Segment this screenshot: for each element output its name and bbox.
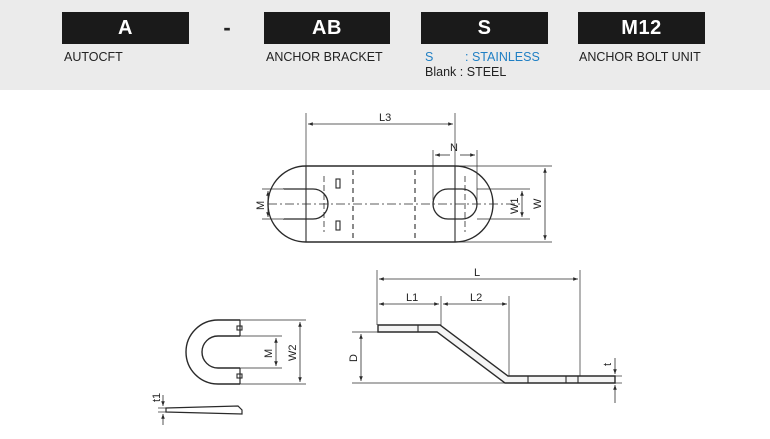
dim-label-W: W: [532, 198, 544, 209]
code-box-material: S: [421, 12, 548, 44]
dim-label-L3: L3: [379, 112, 391, 124]
material-options: S: STAINLESS Blank : STEEL: [425, 50, 540, 80]
dim-label-t1: t1: [151, 393, 163, 402]
code-box-size: M12: [578, 12, 705, 44]
side-view: [352, 270, 622, 403]
code-desc-type: ANCHOR BRACKET: [266, 50, 383, 64]
dim-label-L2: L2: [470, 292, 482, 304]
ordering-code-band: A - AB S M12 AUTOCFT ANCHOR BRACKET S: S…: [0, 0, 770, 90]
dim-label-W2: W2: [287, 345, 299, 362]
end-view: [158, 319, 306, 425]
code-desc-size: ANCHOR BOLT UNIT: [579, 50, 701, 64]
dim-label-t: t: [602, 363, 614, 366]
material-option-steel: Blank : STEEL: [425, 65, 507, 79]
top-view: [262, 113, 552, 243]
dim-label-W1: W1: [509, 198, 521, 215]
dim-label-L1: L1: [406, 292, 418, 304]
code-separator: -: [223, 15, 231, 40]
dim-label-M-end: M: [263, 349, 275, 358]
material-option-stainless: S: STAINLESS: [425, 50, 540, 64]
code-box-series: A: [62, 12, 189, 44]
dim-label-D: D: [348, 354, 360, 362]
dim-label-M-top: M: [255, 201, 267, 210]
code-box-type: AB: [264, 12, 390, 44]
dim-label-L: L: [474, 267, 480, 279]
dim-label-N: N: [450, 142, 458, 154]
code-desc-series: AUTOCFT: [64, 50, 123, 64]
